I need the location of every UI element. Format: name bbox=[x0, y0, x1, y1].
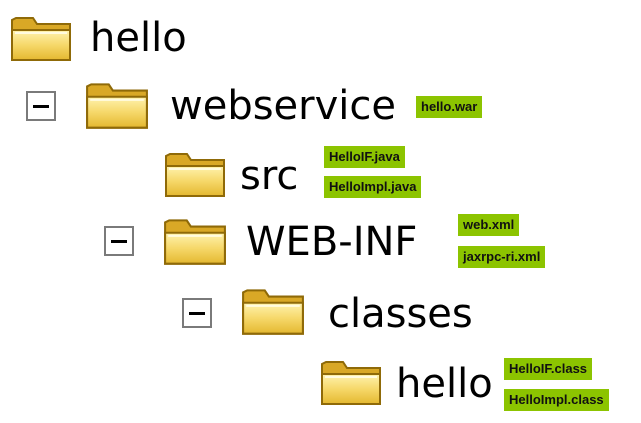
file-badge-hello-if-java: HelloIF.java bbox=[324, 146, 405, 168]
folder-icon bbox=[240, 284, 306, 338]
collapse-toggle-icon[interactable] bbox=[104, 226, 134, 256]
file-badge-hello-war: hello.war bbox=[416, 96, 483, 118]
node-label-src: src bbox=[240, 153, 299, 199]
file-badge-hello-impl-java: HelloImpl.java bbox=[324, 176, 422, 198]
collapse-toggle-icon[interactable] bbox=[26, 91, 56, 121]
folder-icon bbox=[162, 214, 228, 268]
node-label-web-inf: WEB-INF bbox=[246, 219, 418, 265]
folder-icon bbox=[162, 148, 228, 200]
collapse-toggle-icon[interactable] bbox=[182, 298, 212, 328]
folder-icon bbox=[84, 78, 150, 132]
folder-icon bbox=[318, 356, 384, 408]
node-label-classes-hello: hello bbox=[396, 361, 493, 407]
node-label-classes: classes bbox=[328, 291, 473, 337]
file-badge-hello-impl-class: HelloImpl.class bbox=[504, 389, 609, 411]
node-label-webservice: webservice bbox=[170, 83, 396, 129]
file-badge-hello-if-class: HelloIF.class bbox=[504, 358, 593, 380]
folder-icon bbox=[8, 12, 74, 64]
file-badge-jaxrpc-ri-xml: jaxrpc-ri.xml bbox=[458, 246, 546, 268]
file-badge-web-xml: web.xml bbox=[458, 214, 520, 236]
node-label-root-hello: hello bbox=[90, 15, 187, 61]
